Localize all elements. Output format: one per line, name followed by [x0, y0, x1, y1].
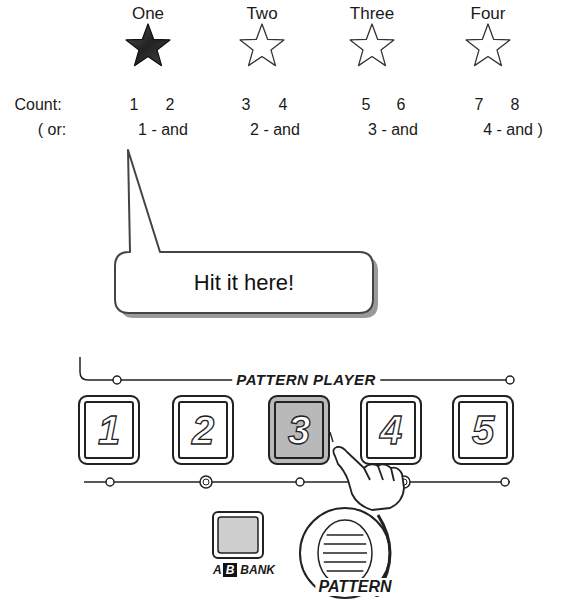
- knob-groove: [324, 543, 366, 544]
- button-number: 1: [98, 408, 120, 453]
- knob-groove: [323, 552, 367, 553]
- outline-star: [240, 24, 284, 66]
- count-number: 8: [511, 96, 520, 114]
- knob-groove: [327, 570, 364, 571]
- beat-name: Two: [246, 4, 277, 24]
- knob-groove: [327, 534, 364, 535]
- knob-label: PATTERN: [315, 578, 394, 596]
- knob-groove: [324, 561, 366, 562]
- count-text: 4 - and ): [483, 121, 543, 139]
- count-number: 1: [130, 96, 139, 114]
- count-number: 4: [279, 96, 288, 114]
- pattern-button: 3: [268, 395, 330, 465]
- pattern-button: 5: [452, 395, 514, 465]
- beat-name: Four: [471, 4, 506, 24]
- panel-dot: [506, 376, 514, 384]
- pattern-knob: [318, 520, 372, 586]
- panel-dot: [113, 376, 121, 384]
- callout-text: Hit it here!: [194, 270, 294, 296]
- bank-letter: A: [213, 563, 222, 577]
- bank-button: [213, 512, 263, 558]
- bank-button: [218, 517, 258, 553]
- count-text: 1 - and: [138, 121, 188, 139]
- led: [203, 479, 209, 485]
- beat-stars: [126, 24, 510, 66]
- callout-bubble: Hit it here!: [115, 252, 373, 313]
- count-text: 2 - and: [250, 121, 300, 139]
- pattern-button: 1: [78, 395, 140, 465]
- button-number: 5: [472, 408, 494, 453]
- outline-star: [350, 24, 394, 66]
- led: [200, 476, 212, 488]
- pattern-button: 2: [172, 395, 234, 465]
- pattern-button: 4: [360, 395, 422, 465]
- button-number: 2: [192, 408, 214, 453]
- row-heading: ( or:: [38, 121, 66, 139]
- panel-dot: [296, 478, 304, 486]
- count-number: 2: [166, 96, 175, 114]
- beat-name: One: [132, 4, 164, 24]
- count-number: 3: [242, 96, 251, 114]
- count-number: 7: [475, 96, 484, 114]
- speech-bubble: [115, 150, 373, 313]
- count-number: 6: [397, 96, 406, 114]
- button-number: 3: [288, 408, 310, 453]
- knob-grooves: [323, 535, 367, 571]
- panel-dot: [106, 478, 114, 486]
- bank-label: ABBANK: [213, 563, 275, 577]
- count-text: 3 - and: [368, 121, 418, 139]
- panel-dot: [501, 478, 509, 486]
- bank-letter: B: [223, 563, 238, 577]
- panel-label: PATTERN PLAYER: [232, 371, 380, 388]
- filled-star: [126, 24, 170, 66]
- button-number: 4: [380, 408, 402, 453]
- count-number: 5: [362, 96, 371, 114]
- outline-star: [466, 24, 510, 66]
- bank-word: BANK: [240, 563, 275, 577]
- beat-name: Three: [350, 4, 394, 24]
- row-heading: Count:: [14, 96, 61, 114]
